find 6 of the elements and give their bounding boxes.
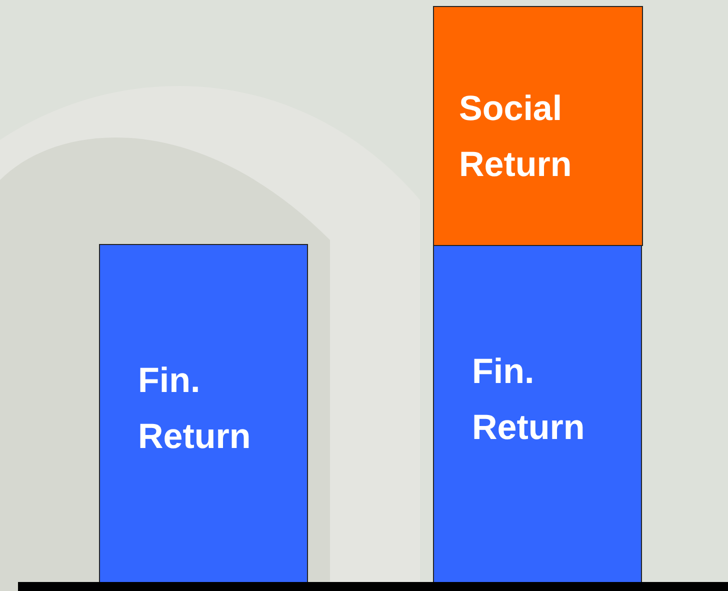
bar-segment — [433, 6, 643, 246]
segment-label: Fin. Return — [471, 351, 586, 449]
segment-label: Fin. Return — [137, 360, 252, 458]
bar-segment — [433, 245, 642, 584]
bar-segment — [99, 244, 308, 584]
segment-label: Social Return — [458, 88, 573, 186]
